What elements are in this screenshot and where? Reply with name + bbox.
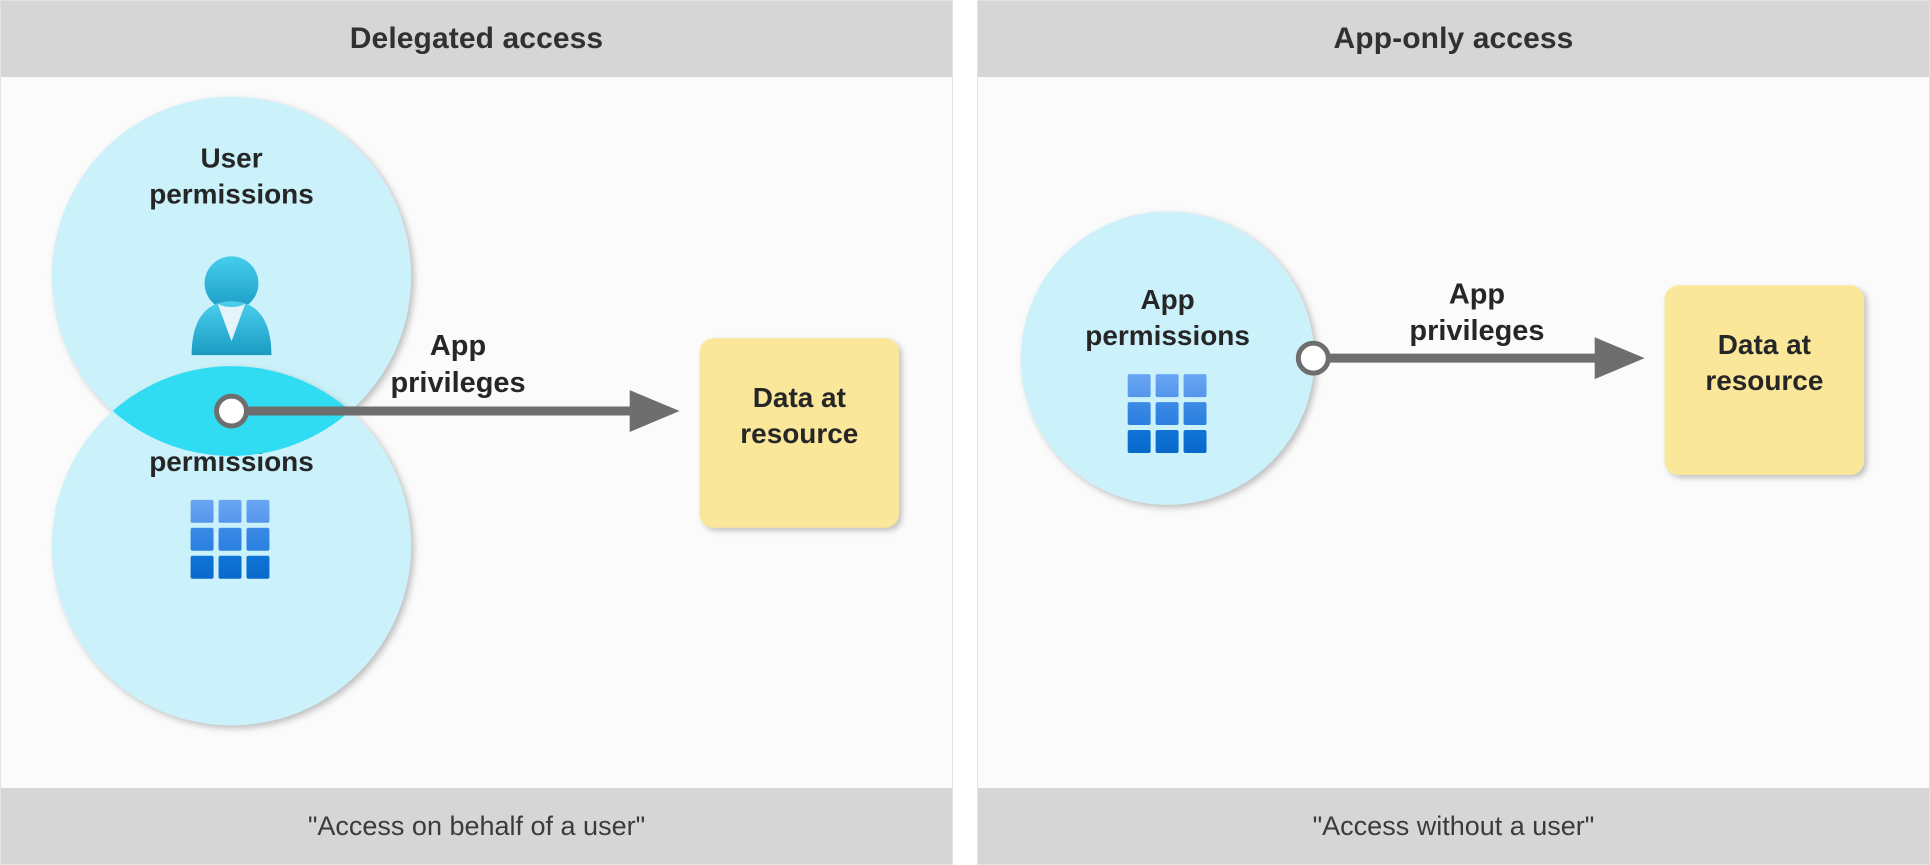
panel-body-delegated-access: User permissions App permissions xyxy=(1,77,952,788)
app-privileges-label-line2: privileges xyxy=(1409,315,1544,347)
arrow-head xyxy=(1594,337,1645,380)
data-box-label-line1: Data at xyxy=(753,382,846,413)
panel-header-delegated-access: Delegated access xyxy=(1,1,952,77)
user-permissions-label-line1: User xyxy=(200,143,262,174)
arrow-head xyxy=(629,390,680,433)
app-grid-icon xyxy=(190,499,270,579)
user-person-icon xyxy=(191,256,272,356)
app-permissions-circle xyxy=(1020,211,1315,505)
app-privileges-label-line2: privileges xyxy=(391,367,526,399)
app-privileges-arrow: App privileges xyxy=(214,330,680,433)
data-at-resource-box: Data at resource xyxy=(1664,285,1865,475)
data-box-label-line2: resource xyxy=(740,418,858,449)
user-permissions-label-line2: permissions xyxy=(149,178,314,209)
panel-delegated-access: Delegated access xyxy=(0,0,953,865)
data-at-resource-box: Data at resource xyxy=(699,338,900,528)
connector-dot xyxy=(214,393,249,429)
bubble-app-permissions: App permissions xyxy=(1020,211,1315,505)
delegated-access-canvas: User permissions App permissions xyxy=(51,96,900,726)
app-privileges-arrow: App privileges xyxy=(1295,278,1645,380)
app-grid-icon xyxy=(1127,374,1207,453)
data-box-label-line2: resource xyxy=(1705,365,1823,396)
panel-app-only-access: App-only access xyxy=(977,0,1930,865)
app-privileges-label-line1: App xyxy=(430,330,486,362)
panel-caption-delegated-access: "Access on behalf of a user" xyxy=(1,788,952,864)
app-permissions-label-line2: permissions xyxy=(1085,320,1250,351)
app-only-access-canvas: App permissions xyxy=(1020,211,1865,505)
panel-body-app-only-access: App permissions xyxy=(978,77,1929,788)
app-privileges-label-line1: App xyxy=(1449,278,1505,310)
data-box-rect xyxy=(699,338,900,528)
panel-header-app-only-access: App-only access xyxy=(978,1,1929,77)
panel-caption-app-only-access: "Access without a user" xyxy=(978,788,1929,864)
connector-dot xyxy=(1295,340,1331,376)
bubble-user-permissions: User permissions xyxy=(51,96,412,456)
data-box-rect xyxy=(1664,285,1865,475)
data-box-label-line1: Data at xyxy=(1718,329,1811,360)
app-permissions-label-line1: App xyxy=(1140,284,1194,315)
